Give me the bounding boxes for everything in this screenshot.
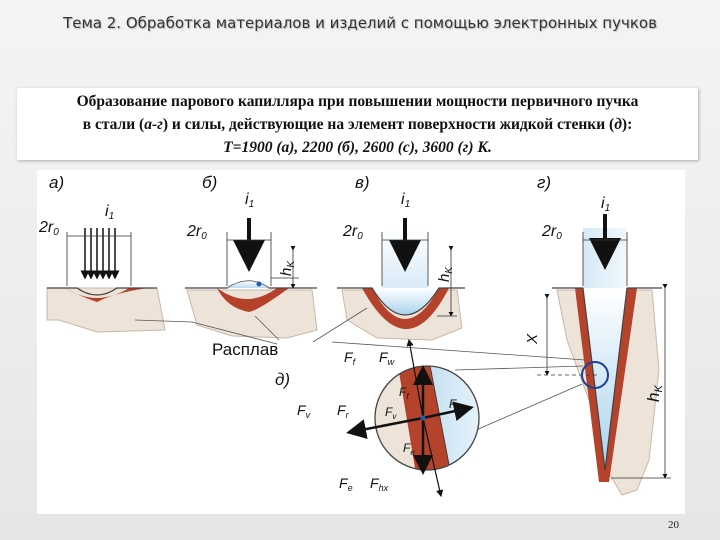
svg-text:Fe: Fe: [339, 475, 353, 493]
beam-label: i: [105, 203, 109, 220]
beam-labels: i1 i1 i1 i1: [105, 191, 610, 222]
svg-text:i1: i1: [601, 195, 610, 214]
svg-text:i1: i1: [245, 191, 254, 210]
svg-text:hK: hK: [644, 385, 665, 402]
depth-label: h: [644, 393, 663, 402]
force-sub-f: f: [406, 392, 409, 401]
svg-text:hK: hK: [278, 260, 297, 276]
caption-italic: а-г: [144, 116, 163, 133]
force-F: F: [449, 397, 457, 411]
caption-line-3: T=1900 (а), 2200 (б), 2600 (с), 3600 (г)…: [223, 139, 492, 156]
beam-subscript: 1: [249, 199, 255, 210]
panel-letters: а) б) в) г) д): [49, 173, 551, 389]
radius-subscript: 0: [201, 231, 207, 242]
svg-text:Fhx: Fhx: [370, 475, 389, 493]
panel-b: [185, 218, 318, 339]
beam-subscript: 1: [605, 203, 611, 214]
svg-text:2r0: 2r0: [541, 223, 562, 242]
force-F: F: [344, 349, 354, 365]
force-F: F: [379, 349, 389, 365]
depth-subscript: K: [444, 266, 455, 274]
svg-text:hK: hK: [436, 266, 455, 282]
force-F: F: [337, 402, 347, 418]
svg-text:Ff: Ff: [399, 385, 409, 401]
beam-label: i: [601, 195, 605, 212]
panel-label-c: в): [355, 173, 370, 192]
force-sub-v: v: [392, 412, 397, 421]
force-F: F: [297, 402, 307, 418]
panel-label-e: д): [275, 370, 290, 389]
beam-subscript: 1: [405, 199, 411, 210]
force-sub-e: e: [348, 483, 353, 493]
panel-c: [337, 218, 465, 341]
force-sub-r: r: [346, 410, 350, 420]
radius-label: 2r: [541, 223, 557, 240]
depth-subscript: K: [286, 260, 297, 268]
svg-text:2r0: 2r0: [186, 223, 207, 242]
capillary-figure: а) б) в) г) д) i1 i1 i1 i1 2r0 2r0 2r0 2…: [37, 170, 685, 514]
radius-subscript: 0: [53, 227, 59, 238]
force-sub-v: v: [306, 410, 311, 420]
radius-subscript: 0: [357, 231, 363, 242]
force-F: F: [370, 475, 380, 491]
caption-text: ) и силы, действующие на элемент поверхн…: [162, 116, 615, 133]
page-number: 20: [668, 519, 679, 531]
force-sub-w: w: [388, 357, 395, 367]
force-F: F: [399, 385, 407, 399]
force-F: F: [339, 475, 349, 491]
force-sub-e: e: [410, 448, 415, 457]
caption-italic: д: [614, 116, 622, 133]
beam-label: i: [245, 191, 249, 208]
panel-e-force-circle: [346, 338, 480, 498]
caption-line-1: Образование парового капилляра при повыш…: [76, 93, 639, 110]
force-labels: Ff Fw Fv Fr Fe Fhx Ff Fv Fs Fe: [297, 349, 460, 493]
svg-text:Fe: Fe: [403, 441, 415, 457]
panel-label-a: а): [49, 173, 64, 192]
beam-arrows: [80, 228, 120, 280]
force-sub-hx: hx: [379, 483, 389, 493]
panel-label-b: б): [202, 173, 217, 192]
svg-text:Fs: Fs: [449, 397, 460, 413]
force-F: F: [385, 405, 393, 419]
radius-labels: 2r0 2r0 2r0 2r0: [38, 219, 562, 242]
force-F: F: [403, 441, 411, 455]
svg-text:i1: i1: [105, 203, 114, 222]
svg-text:2r0: 2r0: [38, 219, 59, 238]
radius-label: 2r: [186, 223, 202, 240]
svg-text:Fv: Fv: [385, 405, 397, 421]
panel-label-d: г): [537, 173, 551, 192]
svg-text:i1: i1: [401, 191, 410, 210]
svg-text:Fv: Fv: [297, 402, 311, 420]
depth-labels: hK hK hK X: [278, 260, 665, 402]
panel-a: [46, 228, 166, 333]
panel-d-capillary: [537, 214, 671, 496]
radius-subscript: 0: [556, 231, 562, 242]
radius-label: 2r: [38, 219, 54, 236]
svg-text:Fw: Fw: [379, 349, 395, 367]
svg-text:Fr: Fr: [337, 402, 350, 420]
caption-text: ):: [621, 116, 633, 133]
caption-text: в стали (: [82, 116, 145, 133]
beam-label: i: [401, 191, 405, 208]
svg-text:Ff: Ff: [344, 349, 357, 367]
figure-caption: Образование парового капилляра при повыш…: [17, 88, 698, 160]
radius-label: 2r: [342, 223, 358, 240]
depth-subscript: K: [653, 385, 665, 393]
force-sub-f: f: [353, 357, 357, 367]
depth-label: h: [436, 274, 453, 282]
x-label: X: [524, 333, 541, 345]
depth-label: h: [278, 268, 295, 276]
force-sub-s: s: [456, 404, 460, 413]
caption-line-2: в стали (а-г) и силы, действующие на эле…: [17, 113, 698, 136]
slide-title: Тема 2. Обработка материалов и изделий с…: [63, 14, 657, 32]
melt-label: Расплав: [212, 340, 278, 359]
svg-text:2r0: 2r0: [342, 223, 363, 242]
leader-lines: [134, 307, 586, 435]
beam-subscript: 1: [109, 211, 115, 222]
